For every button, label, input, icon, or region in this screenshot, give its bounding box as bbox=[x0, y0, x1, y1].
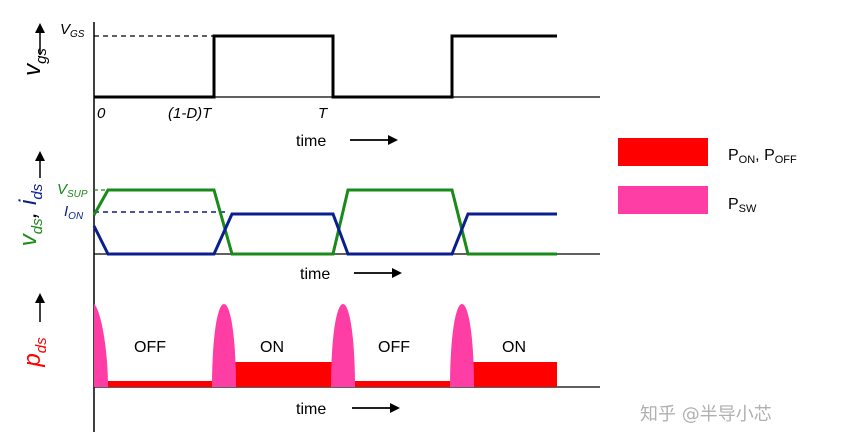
ids-waveform bbox=[92, 212, 557, 256]
time-arrow-icon-2 bbox=[354, 268, 402, 278]
vds-ids-axis-arrow-icon bbox=[35, 151, 45, 178]
panel-pds: pds OFF ON OFF ON time bbox=[19, 293, 600, 418]
vgs-level-label: VGS bbox=[60, 21, 85, 40]
state-label-on-2: ON bbox=[502, 339, 526, 356]
legend-swatch-conduction bbox=[618, 138, 708, 166]
off-loss-bar-2 bbox=[352, 381, 452, 387]
switching-spike-1 bbox=[212, 304, 236, 387]
on-loss-bar-1 bbox=[232, 362, 333, 387]
switching-spike-2 bbox=[331, 304, 355, 387]
on-loss-bar-2 bbox=[470, 362, 557, 387]
pds-axis-label: pds bbox=[19, 337, 50, 368]
legend-label-switching: PSW bbox=[728, 196, 757, 215]
legend-label-conduction: PON, POFF bbox=[728, 147, 797, 166]
watermark: 知乎 @半导小芯 bbox=[640, 404, 772, 425]
time-label-2: time bbox=[300, 266, 330, 283]
tick-label-0: 0 bbox=[97, 105, 106, 122]
legend: PON, POFF PSW bbox=[618, 138, 797, 215]
panel-vgs: vgs VGS 0 (1-D)T T time bbox=[19, 21, 600, 150]
vgs-axis-label: vgs bbox=[19, 48, 50, 76]
tick-label-t: T bbox=[318, 105, 329, 122]
state-label-on-1: ON bbox=[260, 339, 284, 356]
vds-waveform bbox=[92, 188, 557, 256]
tick-label-1-d-t: (1-D)T bbox=[168, 105, 213, 122]
vgs-axis-arrow-icon bbox=[35, 23, 45, 55]
vsup-label: VSUP bbox=[57, 181, 88, 200]
pds-axis-arrow-icon bbox=[35, 293, 45, 322]
ion-label: ION bbox=[64, 203, 84, 222]
off-loss-bar-1 bbox=[108, 381, 214, 387]
time-label-3: time bbox=[296, 401, 326, 418]
switching-spike-0 bbox=[94, 304, 108, 387]
panel-vds-ids: vds, ids VSUP ION time bbox=[15, 151, 600, 283]
switching-spike-3 bbox=[450, 304, 474, 387]
vds-ids-axis-label: vds, ids bbox=[15, 183, 46, 246]
state-label-off-2: OFF bbox=[378, 339, 410, 356]
time-label-1: time bbox=[296, 133, 326, 150]
vgs-waveform bbox=[94, 34, 557, 99]
time-arrow-icon-1 bbox=[350, 135, 398, 145]
state-label-off-1: OFF bbox=[134, 339, 166, 356]
time-arrow-icon-3 bbox=[352, 403, 400, 413]
legend-swatch-switching bbox=[618, 186, 708, 214]
